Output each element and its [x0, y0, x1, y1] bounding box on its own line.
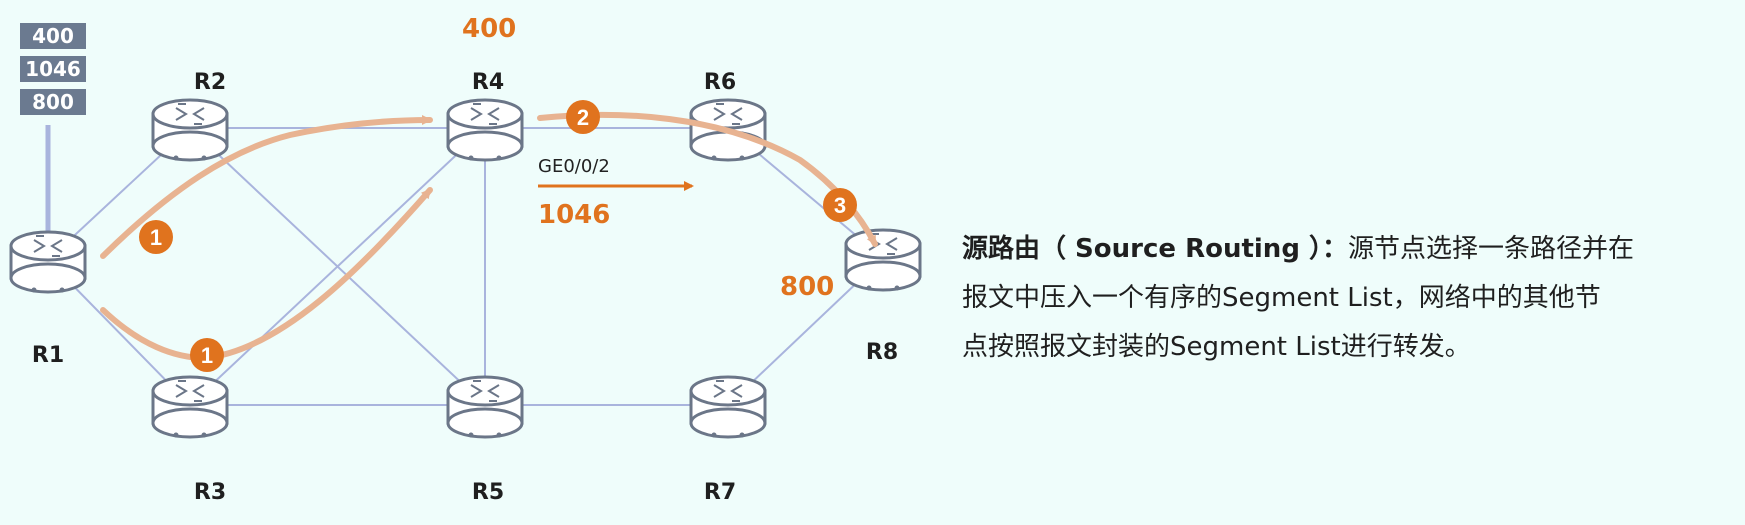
router-r8-icon [844, 228, 922, 292]
stack-sid-1046: 1046 [20, 56, 86, 82]
step-marker-3: 3 [823, 188, 857, 222]
step-marker-2: 2 [566, 100, 600, 134]
adjacency-sid: 1046 [538, 200, 611, 230]
step-marker-1a: 1 [139, 220, 173, 254]
step-marker-1b: 1 [190, 338, 224, 372]
step-2-text: 2 [577, 105, 589, 130]
router-r3-label: R3 [193, 480, 227, 505]
router-r3-icon [151, 375, 229, 439]
description-line-2: 报文中压入一个有序的Segment List，网络中的其他节 [962, 283, 1601, 313]
router-r1-icon [9, 230, 87, 294]
step-3-text: 3 [834, 193, 846, 218]
router-r2-icon [151, 98, 229, 162]
step-1b-text: 1 [201, 343, 213, 368]
interface-label: GE0/0/2 [538, 156, 610, 177]
topology-links [47, 127, 884, 406]
router-r8-label: R8 [865, 340, 899, 365]
path-r1-r4-lower [100, 187, 433, 362]
router-r4-label: R4 [471, 70, 505, 95]
description-line-1: 源路由（ Source Routing ）：源节点选择一条路径并在 [962, 225, 1732, 274]
description: 源路由（ Source Routing ）：源节点选择一条路径并在 报文中压入一… [962, 225, 1732, 372]
router-r7-label: R7 [703, 480, 737, 505]
description-line-1-rest: 源节点选择一条路径并在 [1347, 234, 1634, 264]
step-1a-text: 1 [150, 225, 162, 250]
stack-sid-800: 800 [20, 89, 86, 115]
router-r6-label: R6 [703, 70, 737, 95]
r8-node-sid: 800 [780, 272, 835, 302]
router-r5-label: R5 [471, 480, 505, 505]
stack-sid-400: 400 [20, 23, 86, 49]
link-r3-r4 [189, 127, 486, 406]
router-r5-icon [446, 375, 524, 439]
router-r1-label: R1 [31, 343, 65, 368]
description-term: 源路由（ Source Routing ）： [962, 234, 1348, 264]
router-r2-label: R2 [193, 70, 227, 95]
description-line-3: 点按照报文封装的Segment List进行转发。 [962, 332, 1471, 362]
path-r1-r4-upper [100, 115, 433, 259]
router-r7-icon [689, 375, 767, 439]
r4-node-sid: 400 [462, 14, 517, 44]
router-r4-icon [446, 98, 524, 162]
